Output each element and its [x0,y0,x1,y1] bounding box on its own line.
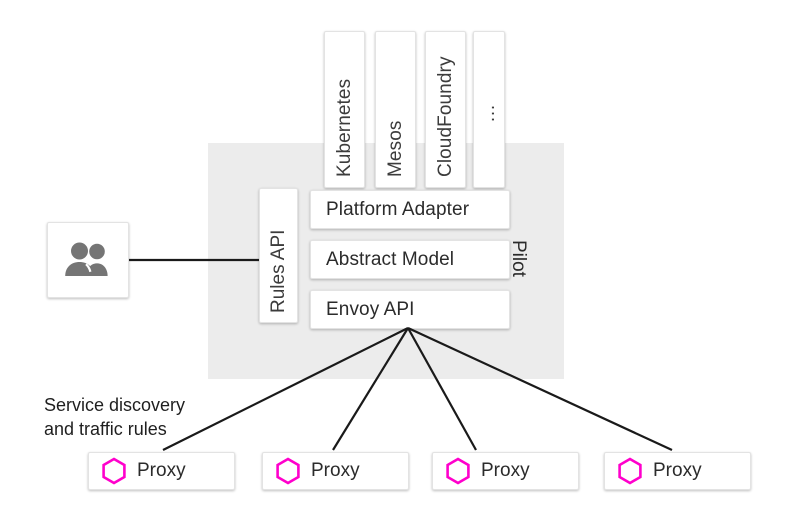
platform-column-label: Mesos [384,120,406,177]
platform-column-cloudfoundry[interactable]: CloudFoundry [425,31,466,188]
proxy-label: Proxy [653,460,702,481]
hexagon-icon [446,457,470,485]
rules-api-box[interactable]: Rules API [259,188,298,323]
users-icon [65,242,108,276]
hexagon-icon [102,457,126,485]
envoy-api-label: Envoy API [326,298,415,320]
operator-card[interactable] [47,222,129,298]
pilot-label: Pilot [508,240,529,277]
ellipsis-icon: … [478,102,499,123]
envoy-api-box[interactable]: Envoy API [310,290,510,329]
proxy-card-2[interactable]: Proxy [262,452,409,490]
caption-service-discovery: Service discovery and traffic rules [44,395,186,439]
platform-column-more[interactable]: … [473,31,505,188]
platform-adapter-label: Platform Adapter [326,198,470,220]
proxy-label: Proxy [137,460,186,481]
proxy-card-4[interactable]: Proxy [604,452,751,490]
rules-api-label: Rules API [267,229,289,313]
platform-column-mesos[interactable]: Mesos [375,31,416,188]
platform-adapter-box[interactable]: Platform Adapter [310,190,510,229]
abstract-model-label: Abstract Model [326,248,455,270]
proxy-card-1[interactable]: Proxy [88,452,235,490]
platform-column-label: Kubernetes [333,78,355,177]
proxy-label: Proxy [481,460,530,481]
hexagon-icon [618,457,642,485]
proxy-card-3[interactable]: Proxy [432,452,579,490]
proxy-label: Proxy [311,460,360,481]
platform-column-kubernetes[interactable]: Kubernetes [324,31,365,188]
platform-column-label: CloudFoundry [434,56,456,177]
hexagon-icon [276,457,300,485]
abstract-model-box[interactable]: Abstract Model [310,240,510,279]
